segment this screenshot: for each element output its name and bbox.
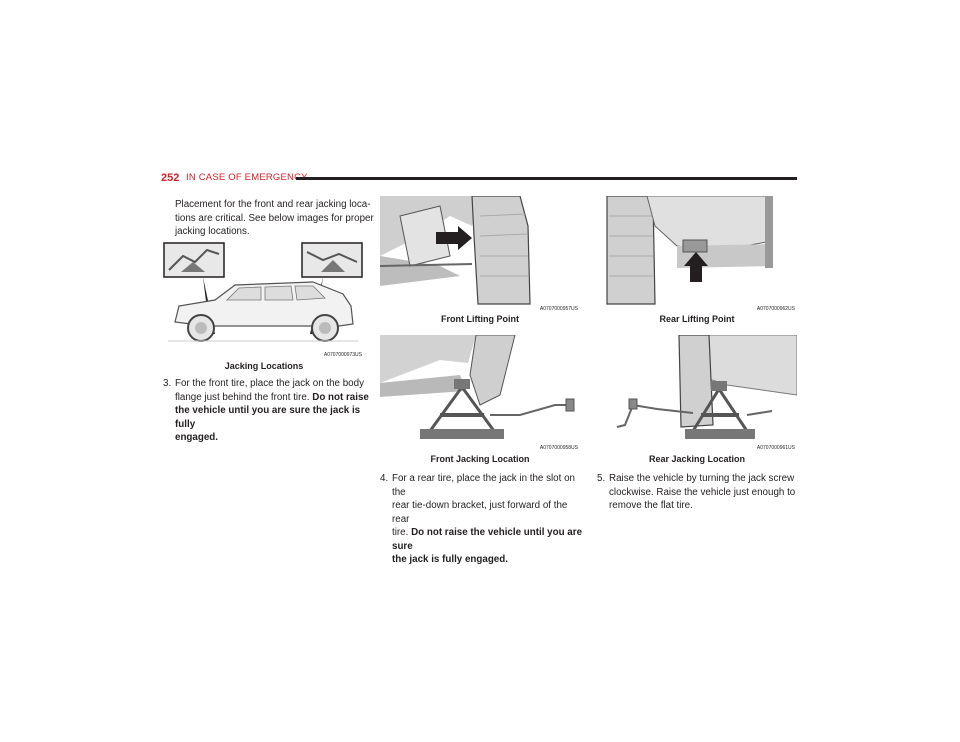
step-line: clockwise. Raise the vehicle just enough… — [609, 486, 796, 498]
step-line: flange just behind the front tire. — [175, 391, 310, 403]
step-line: For the front tire, place the jack on th… — [175, 378, 364, 389]
step-number: 3. — [163, 378, 172, 389]
page-number: 252 — [161, 172, 180, 184]
figure-code: A0707000957US — [539, 306, 578, 312]
step-line: tire. — [392, 527, 409, 538]
figure-caption: Front Jacking Location — [430, 454, 530, 464]
intro-line: jacking locations. — [175, 226, 250, 237]
front-lifting-point-figure — [380, 196, 580, 310]
step-5: 5. Raise the vehicle by turning the jack… — [597, 472, 797, 513]
header-rule — [296, 177, 797, 180]
figure-caption: Front Lifting Point — [441, 314, 519, 324]
figure-caption: Jacking Locations — [224, 361, 304, 371]
front-jacking-location-figure — [380, 335, 580, 449]
warning-text: the vehicle until you are sure the jack … — [175, 405, 361, 430]
step-line: For a rear tire, place the jack in the s… — [392, 473, 575, 498]
figure-code: A0707000961US — [756, 445, 795, 451]
figure-code: A0707000973US — [323, 352, 362, 358]
step-number: 5. — [597, 473, 606, 484]
intro-line: tions are critical. See below images for… — [175, 212, 374, 224]
warning-text: the jack is fully engaged. — [392, 554, 508, 565]
intro-paragraph: Placement for the front and rear jacking… — [175, 198, 375, 239]
intro-line: Placement for the front and rear jacking… — [175, 199, 371, 210]
rear-jacking-location-figure — [597, 335, 797, 449]
figure-code: A0707000958US — [539, 445, 578, 451]
step-line: remove the flat tire. — [609, 500, 693, 511]
step-3: 3. For the front tire, place the jack on… — [163, 377, 378, 445]
warning-text: Do not raise — [312, 391, 369, 403]
warning-text: engaged. — [175, 432, 219, 443]
jacking-locations-figure — [163, 242, 365, 357]
section-title: IN CASE OF EMERGENCY — [186, 172, 308, 183]
step-number: 4. — [380, 473, 389, 484]
step-line: Raise the vehicle by turning the jack sc… — [609, 473, 795, 484]
figure-code: A0707000962US — [756, 306, 795, 312]
figure-caption: Rear Jacking Location — [648, 454, 746, 464]
step-4: 4. For a rear tire, place the jack in th… — [380, 472, 585, 567]
rear-lifting-point-figure — [597, 196, 797, 310]
step-line: rear tie-down bracket, just forward of t… — [392, 500, 568, 525]
figure-caption: Rear Lifting Point — [659, 314, 735, 324]
warning-text: Do not raise the vehicle until you are s… — [392, 527, 583, 552]
